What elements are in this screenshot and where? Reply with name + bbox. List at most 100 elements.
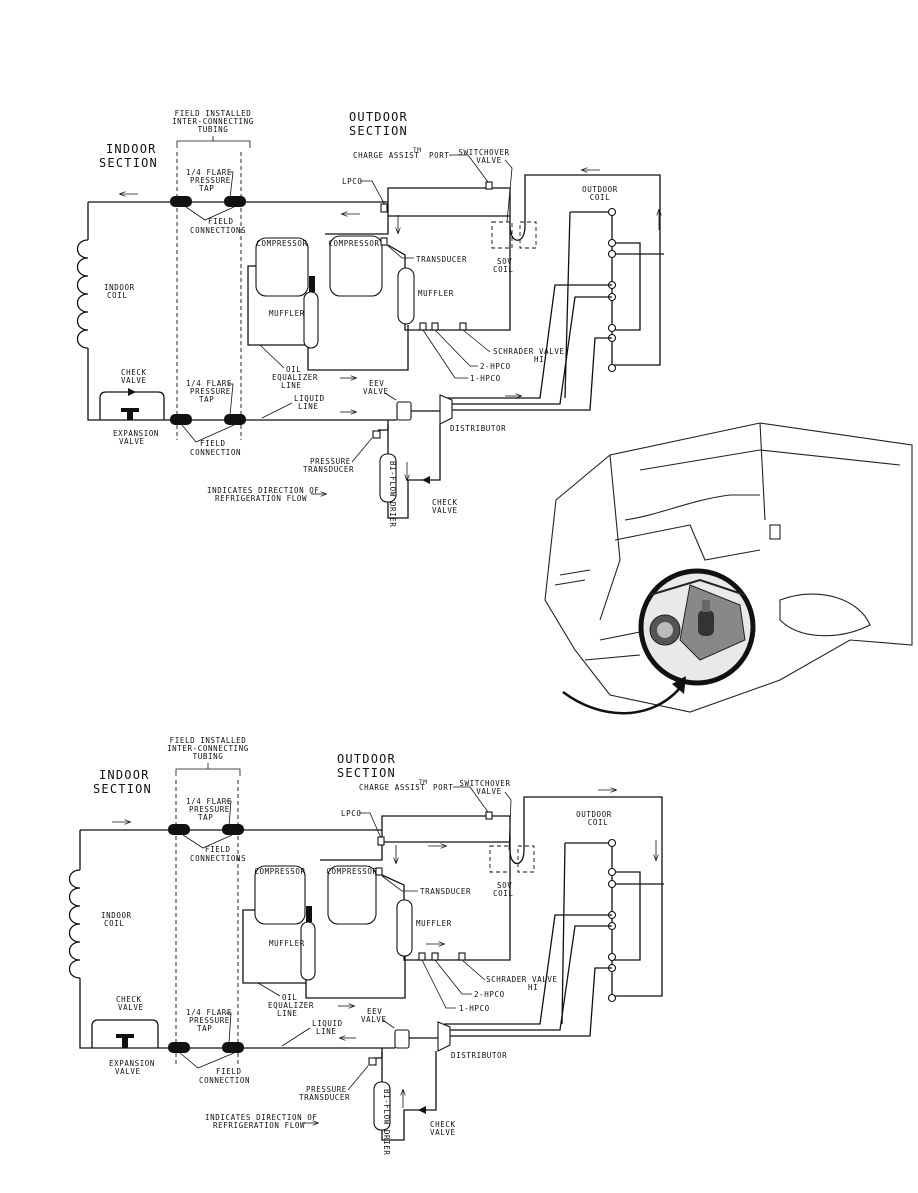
- svg-text:2-HPCO: 2-HPCO: [474, 990, 505, 999]
- svg-text:SECTION: SECTION: [93, 782, 152, 796]
- photo-zoom-circle: [638, 568, 756, 686]
- switchover-valve-label: SWITCHOVER VALVE: [458, 148, 513, 223]
- svg-text:VALVE: VALVE: [118, 1003, 144, 1012]
- svg-text:TUBING: TUBING: [198, 125, 229, 134]
- svg-text:TAP: TAP: [198, 813, 213, 822]
- svg-text:EXPANSION: EXPANSION: [113, 429, 159, 438]
- direction-note: INDICATES DIRECTION OF REFRIGERATION FLO…: [207, 486, 326, 503]
- svg-text:SECTION: SECTION: [99, 156, 158, 170]
- expansion-valve-label: EXPANSION VALVE: [113, 429, 159, 446]
- svg-text:REFRIGERATION FLOW: REFRIGERATION FLOW: [213, 1121, 305, 1130]
- svg-text:TAP: TAP: [199, 184, 214, 193]
- svg-text:TRANSDUCER: TRANSDUCER: [303, 465, 354, 474]
- svg-text:VALVE: VALVE: [476, 787, 502, 796]
- svg-text:COIL: COIL: [590, 193, 610, 202]
- svg-text:SECTION: SECTION: [349, 124, 408, 138]
- svg-text:PORT: PORT: [433, 783, 453, 792]
- svg-text:OIL: OIL: [282, 993, 297, 1002]
- svg-text:VALVE: VALVE: [363, 387, 389, 396]
- svg-text:PRESSURE: PRESSURE: [189, 1016, 230, 1025]
- outdoor-section-title: OUTDOOR SECTION: [349, 110, 408, 138]
- svg-text:LIQUID: LIQUID: [294, 394, 325, 403]
- svg-text:COIL: COIL: [493, 889, 513, 898]
- svg-text:CHARGE ASSIST: CHARGE ASSIST: [353, 151, 420, 160]
- flare-tap-top: 1/4 FLARE PRESSURE TAP: [170, 168, 246, 207]
- compressor-photo-inset: [544, 422, 913, 715]
- eev-valve-2: EEV VALVE: [361, 1007, 410, 1049]
- field-connection-bottom-2: FIELD CONNECTION: [179, 1052, 250, 1085]
- svg-text:VALVE: VALVE: [430, 1128, 456, 1137]
- switchover-valve-label-2: SWITCHOVER VALVE: [459, 779, 512, 851]
- svg-text:PRESSURE: PRESSURE: [310, 457, 351, 466]
- lpco-label: LPCO: [342, 177, 388, 213]
- svg-text:2-HPCO: 2-HPCO: [480, 362, 511, 371]
- distributor-2: DISTRIBUTOR: [437, 1021, 507, 1060]
- svg-text:CHECK: CHECK: [121, 368, 147, 377]
- svg-text:TRANSDUCER: TRANSDUCER: [299, 1093, 350, 1102]
- svg-text:LPCO: LPCO: [342, 177, 362, 186]
- svg-text:EEV: EEV: [369, 379, 384, 388]
- svg-text:CHECK: CHECK: [432, 498, 458, 507]
- muffler-left-2: MUFFLER: [269, 906, 316, 981]
- svg-text:COIL: COIL: [107, 291, 127, 300]
- svg-text:INTER-CONNECTING: INTER-CONNECTING: [172, 117, 254, 126]
- svg-text:OUTDOOR: OUTDOOR: [349, 110, 408, 124]
- svg-text:LINE: LINE: [277, 1009, 297, 1018]
- svg-text:1-HPCO: 1-HPCO: [459, 1004, 490, 1013]
- svg-text:COIL: COIL: [588, 818, 608, 827]
- svg-text:OUTDOOR: OUTDOOR: [576, 810, 612, 819]
- indoor-coil-label: INDOOR COIL: [104, 283, 134, 300]
- svg-text:SCHRADER VALVE: SCHRADER VALVE: [493, 347, 565, 356]
- flow-arrows: [120, 170, 659, 480]
- svg-text:VALVE: VALVE: [361, 1015, 387, 1024]
- svg-text:BI-FLOW DRIER: BI-FLOW DRIER: [388, 461, 397, 528]
- svg-text:SWITCHOVER: SWITCHOVER: [458, 148, 509, 157]
- svg-text:CHARGE ASSIST: CHARGE ASSIST: [359, 783, 426, 792]
- svg-text:EQUALIZER: EQUALIZER: [268, 1001, 314, 1010]
- svg-text:COMPRESSOR: COMPRESSOR: [328, 239, 379, 248]
- svg-text:INDOOR: INDOOR: [106, 142, 157, 156]
- eev-valve: EEV VALVE: [363, 379, 412, 421]
- svg-text:FIELD INSTALLED: FIELD INSTALLED: [175, 109, 252, 118]
- svg-text:LINE: LINE: [316, 1027, 336, 1036]
- charge-assist-port-label: CHARGE ASSIST TM PORT: [353, 147, 489, 183]
- check-valve-outdoor-2: CHECK VALVE: [418, 1106, 456, 1137]
- svg-text:PRESSURE: PRESSURE: [189, 805, 230, 814]
- svg-text:SOV: SOV: [497, 257, 512, 266]
- muffler-right-2: MUFFLER: [396, 899, 451, 957]
- compressor-1: COMPRESSOR: [255, 237, 309, 297]
- svg-text:VALVE: VALVE: [115, 1067, 141, 1076]
- bi-flow-drier-2: BI-FLOW DRIER: [373, 1081, 391, 1156]
- svg-text:CONNECTION: CONNECTION: [199, 1076, 250, 1085]
- svg-text:LINE: LINE: [281, 381, 301, 390]
- svg-text:1/4 FLARE: 1/4 FLARE: [186, 168, 232, 177]
- svg-text:CONNECTIONS: CONNECTIONS: [190, 854, 246, 863]
- svg-text:CONNECTION: CONNECTION: [190, 448, 241, 457]
- svg-text:FIELD: FIELD: [200, 439, 226, 448]
- svg-text:PRESSURE: PRESSURE: [190, 387, 231, 396]
- muffler-left: MUFFLER: [269, 276, 319, 349]
- svg-text:TM: TM: [413, 147, 421, 154]
- svg-text:EXPANSION: EXPANSION: [109, 1059, 155, 1068]
- svg-text:TRANSDUCER: TRANSDUCER: [420, 887, 471, 896]
- oil-equalizer-label-2: OIL EQUALIZER LINE: [257, 982, 314, 1018]
- flare-tap-bottom-2: 1/4 FLARE PRESSURE TAP: [168, 1008, 244, 1053]
- svg-text:LPCO: LPCO: [341, 809, 361, 818]
- field-connections-top-2: FIELD CONNECTIONS: [182, 834, 246, 863]
- svg-text:OIL: OIL: [286, 365, 301, 374]
- pressure-transducer-2: PRESSURE TRANSDUCER: [299, 1057, 377, 1102]
- svg-text:INDICATES DIRECTION OF: INDICATES DIRECTION OF: [205, 1113, 318, 1122]
- svg-text:EEV: EEV: [367, 1007, 382, 1016]
- svg-text:FIELD INSTALLED: FIELD INSTALLED: [170, 736, 247, 745]
- svg-text:VALVE: VALVE: [119, 437, 145, 446]
- transducer-label-2: TRANSDUCER: [375, 867, 471, 896]
- svg-text:FIELD: FIELD: [208, 217, 234, 226]
- svg-text:PRESSURE: PRESSURE: [190, 176, 231, 185]
- svg-text:REFRIGERATION FLOW: REFRIGERATION FLOW: [215, 494, 307, 503]
- svg-text:TM: TM: [419, 779, 427, 786]
- svg-text:VALVE: VALVE: [121, 376, 147, 385]
- svg-text:INTER-CONNECTING: INTER-CONNECTING: [167, 744, 249, 753]
- svg-text:HI: HI: [534, 355, 544, 364]
- svg-text:1-HPCO: 1-HPCO: [470, 374, 501, 383]
- svg-text:MUFFLER: MUFFLER: [418, 289, 454, 298]
